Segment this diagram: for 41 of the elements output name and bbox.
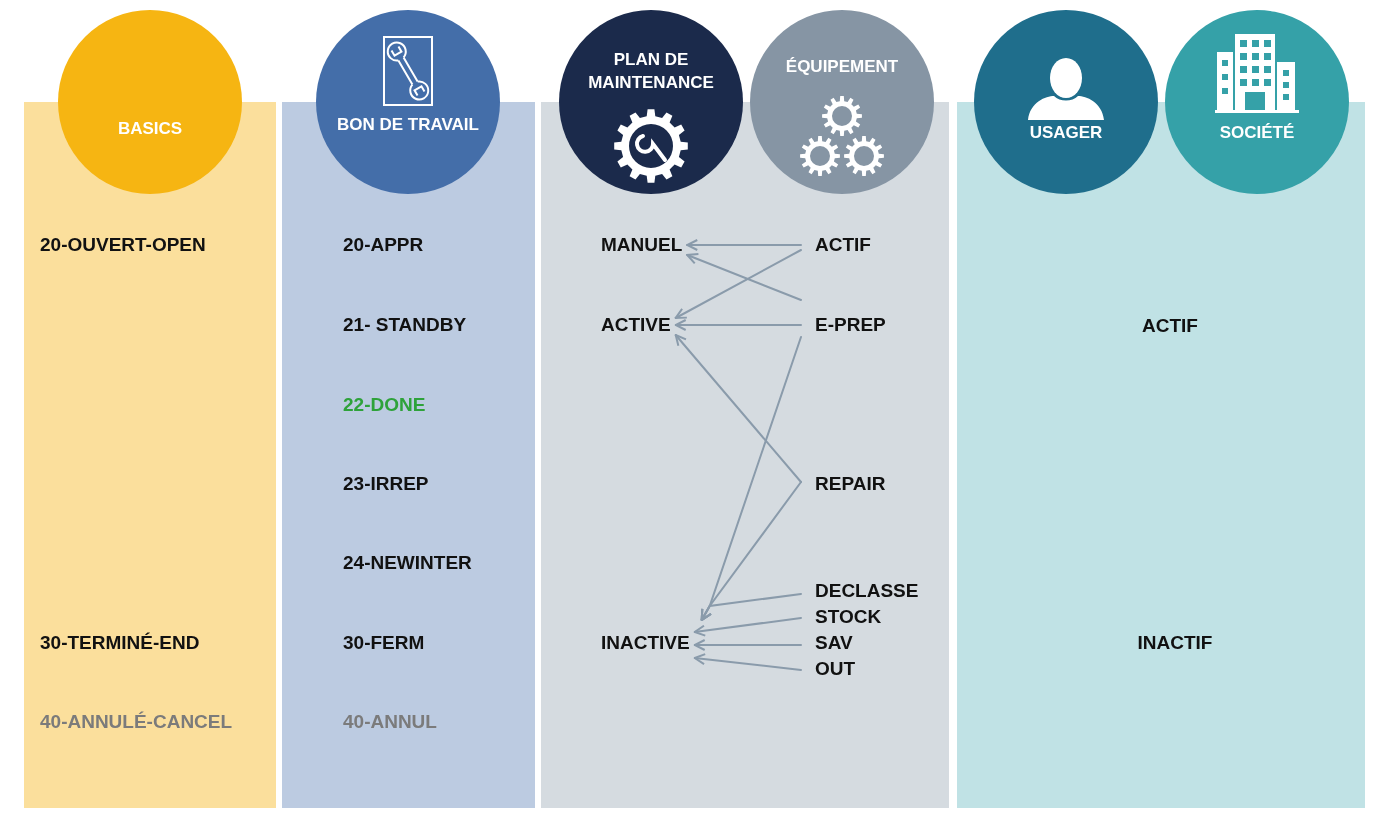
header-title: USAGER [1028,122,1104,144]
column-panel [282,102,535,808]
arrow [674,319,802,331]
column-panel [541,102,949,808]
status-label: ACTIVE [601,313,671,337]
status-label: 23-IRREP [343,472,429,496]
status-label: 40-ANNULÉ-CANCEL [40,710,233,734]
status-label: ACTIF [815,233,871,257]
status-label: INACTIF [1137,631,1213,655]
status-label: STOCK [815,605,882,629]
status-label: 20-APPR [343,233,424,257]
arrow [700,593,802,621]
status-label: ACTIF [1142,314,1198,338]
status-label: 20-OUVERT-OPEN [40,233,206,257]
header-title: PLAN DE MAINTENANCE [587,49,715,94]
arrow [686,239,802,251]
arrow [674,334,802,483]
status-label: MANUEL [601,233,683,257]
arrow [693,653,802,671]
status-label: REPAIR [815,472,886,496]
status-label: 24-NEWINTER [343,551,472,575]
header-title: ÉQUIPEMENT [784,56,900,78]
column-panel [957,102,1365,808]
status-label: 21- STANDBY [343,313,467,337]
header-title: BASICS [116,118,184,140]
status-label: INACTIVE [601,631,690,655]
header-title: SOCIÉTÉ [1218,122,1296,144]
status-label: E-PREP [815,313,886,337]
header-title: BON DE TRAVAIL [336,114,480,136]
status-label: 30-FERM [343,631,425,655]
arrow [674,249,802,319]
status-label: 30-TERMINÉ-END [40,631,200,655]
status-label: 40-ANNUL [343,710,437,734]
status-label: SAV [815,631,853,655]
arrow [693,617,802,637]
status-label: 22-DONE [343,393,426,417]
status-label: DECLASSE [815,579,919,603]
status-label: OUT [815,657,856,681]
column-panel [24,102,276,808]
arrow [686,253,802,301]
arrow [693,639,802,651]
